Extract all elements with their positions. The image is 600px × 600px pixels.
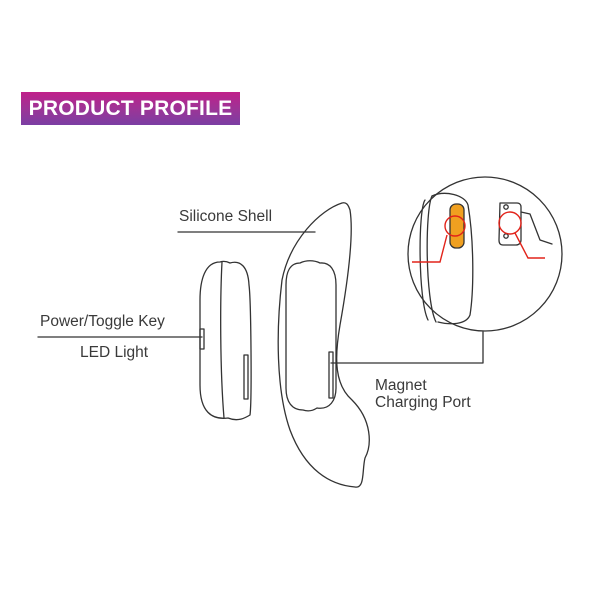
label-silicone-shell: Silicone Shell [179,208,273,225]
charging-port-detail [407,176,563,332]
label-power-toggle-key: Power/Toggle Key [40,313,165,330]
highlight-ring-left [444,215,466,237]
label-magnet-charging-port: Magnet Charging Port [375,377,471,411]
core-unit [199,260,252,421]
label-magnet: Magnet [375,377,427,394]
product-profile-banner: PRODUCT PROFILE [21,92,240,125]
silicone-shell [277,202,370,488]
highlight-ring-right [498,211,522,235]
label-charging-port: Charging Port [375,394,471,411]
magnet-contacts [449,203,465,249]
core-side-port [243,354,249,400]
power-toggle-key [199,328,205,350]
leader-charging-port [330,331,484,364]
label-led-light: LED Light [80,344,149,361]
